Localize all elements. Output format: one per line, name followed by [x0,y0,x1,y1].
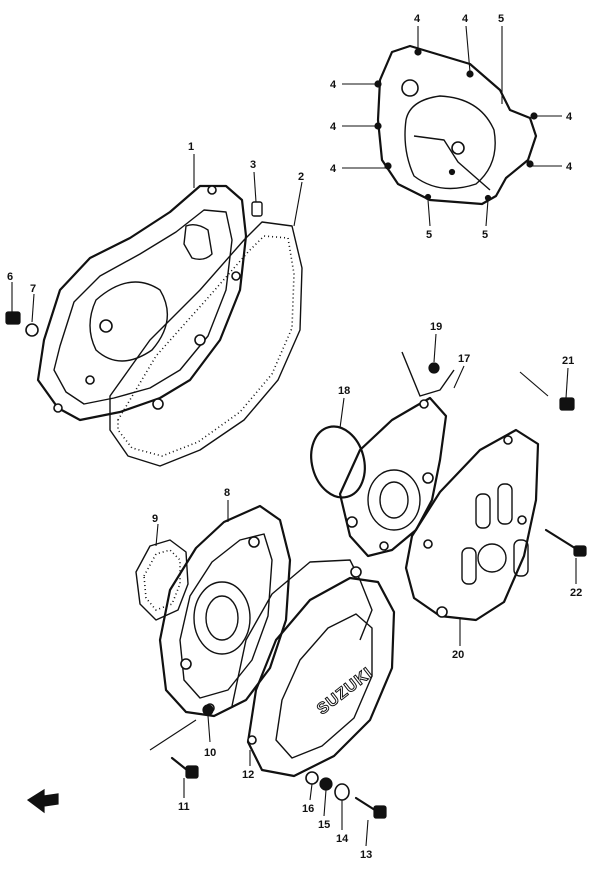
part-bolt-10 [202,704,214,716]
callout-5c: 5 [482,229,488,241]
part-o-ring [310,425,366,499]
callout-13: 13 [360,849,372,861]
part-crankcase-gasket [109,221,303,467]
callout-4c: 4 [330,79,337,91]
callout-8: 8 [224,487,230,499]
callout-21: 21 [562,355,574,367]
callout-18: 18 [338,385,350,397]
callout-4d: 4 [330,121,337,133]
callout-4g: 4 [566,161,573,173]
part-bolt-19 [428,362,440,374]
callout-20: 20 [452,649,464,661]
callout-14: 14 [336,833,349,845]
leader-lines [11,25,577,847]
part-dowel-pin [251,201,263,217]
part-sprocket-cover [404,428,540,622]
callout-2: 2 [298,171,304,183]
callout-11: 11 [178,801,190,813]
callout-4a: 4 [414,13,421,25]
callout-17: 17 [458,353,470,365]
callout-9: 9 [152,513,158,525]
callout-1: 1 [188,141,194,153]
callout-6: 6 [7,271,13,283]
callout-5b: 5 [426,229,432,241]
callout-16: 16 [302,803,314,815]
callout-22: 22 [570,587,582,599]
part-bolt-22 [544,528,587,557]
callout-4e: 4 [330,163,337,175]
part-crankcase-cover [36,184,248,422]
callout-labels: 1 2 3 4 4 5 4 4 4 4 4 5 5 6 7 19 17 18 2… [7,13,582,861]
callout-7: 7 [30,283,36,295]
part-hardware-bottom [170,756,387,819]
callout-3: 3 [250,159,256,171]
callout-19: 19 [430,321,442,333]
part-small-cover [374,44,538,206]
part-bolt-left [5,311,39,337]
callout-5a: 5 [498,13,504,25]
part-small-gasket [135,539,189,621]
part-bracket [338,351,455,558]
front-arrow-icon [26,788,59,814]
brand-logo: SUZUKI [314,665,376,719]
callout-4f: 4 [566,111,573,123]
callout-12: 12 [242,769,254,781]
part-generator-cover: SUZUKI [231,559,396,778]
callout-15: 15 [318,819,330,831]
callout-4b: 4 [462,13,469,25]
part-generator-housing [158,504,292,718]
part-bolt-21 [559,397,575,411]
callout-10: 10 [204,747,216,759]
